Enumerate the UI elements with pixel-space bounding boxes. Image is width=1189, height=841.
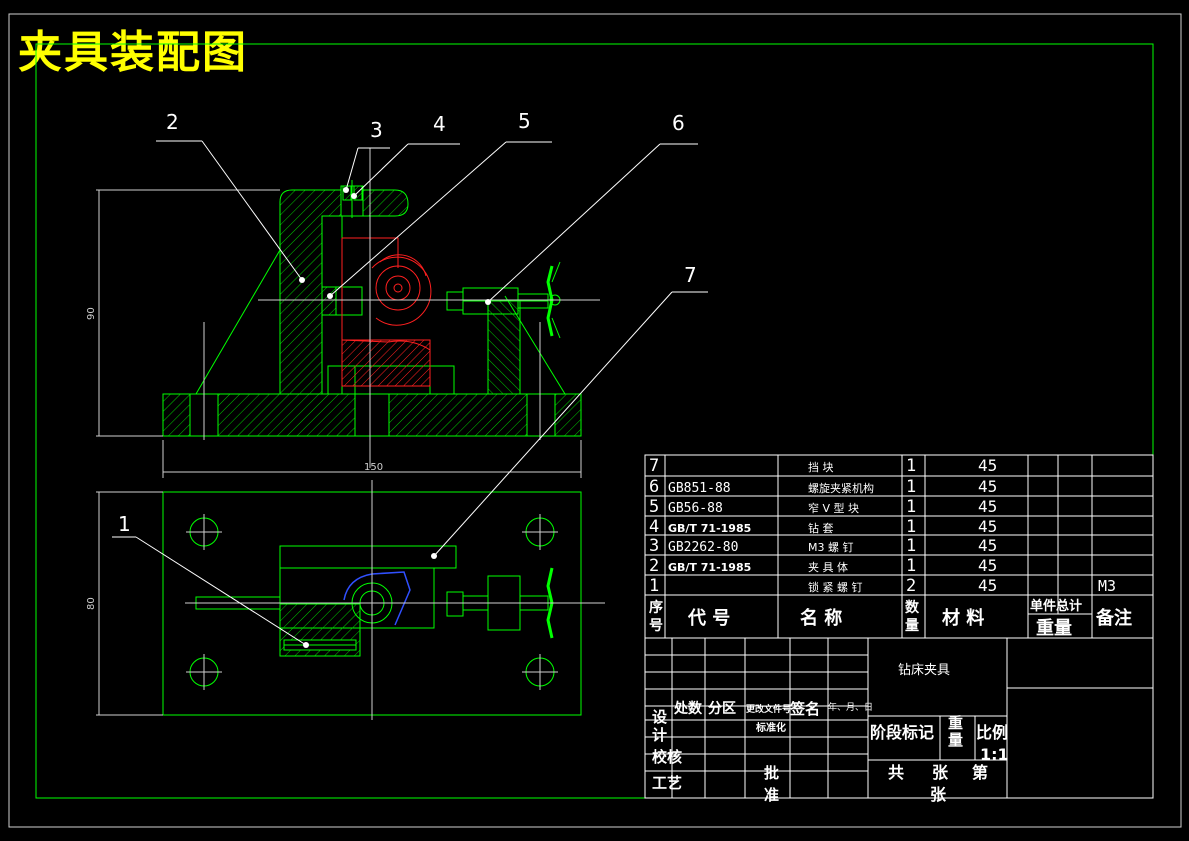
bom-header-name: 名 称 [800,607,842,629]
balloon-3: 3 [370,118,383,142]
scale-label: 比例 [976,723,1008,742]
bom-header-note: 备注 [1095,607,1132,629]
v-block-top [343,571,411,626]
sheet-no-label: 第 [972,763,988,782]
bom-cell-material: 45 [978,556,997,575]
leader-lines [112,140,708,646]
design-label: 设计 [652,708,667,744]
bom-cell-name: 窄 V 型 块 [808,501,859,515]
outer-border [8,13,1182,828]
bom-header-qty: 数量 [905,599,920,634]
bom-cell-qty: 1 [906,497,916,517]
bom-cell-name: M3 螺 钉 [808,541,853,554]
bom-cell-qty: 1 [906,536,916,556]
bom-cell-material: 45 [978,456,997,475]
bom-cell-code: GB/T 71-1985 [668,522,751,535]
bom-cell-no: 6 [649,477,659,497]
bom-cell-qty: 1 [906,456,916,476]
bom-table-grid [644,454,1154,639]
bom-header-code: 代 号 [687,608,730,629]
bom-cell-qty: 1 [906,556,916,576]
dimension-texts: 90 150 80 [86,307,383,610]
drawing-title: 夹具装配图 [18,27,248,78]
bom-cell-note: M3 [1098,577,1116,595]
front-view [96,180,582,478]
rev-doc-label: 更改文件号 [746,703,791,715]
bom-cell-material: 45 [978,497,997,516]
bom-cell-material: 45 [978,517,997,536]
v-block-front [341,237,432,387]
bom-cell-material: 45 [978,536,997,555]
stage-mark-label: 阶段标记 [870,723,934,742]
leader-dots [299,187,491,648]
bom-cell-qty: 1 [906,477,916,497]
bom-rows: 7 挡 块 1 45 6 GB851-88 螺旋夹紧机构 1 45 5 GB56-88 窄 V 型 块… [649,456,1116,596]
bom-header-weight: 重量 [1036,617,1072,639]
bom-cell-name: 锁 紧 螺 钉 [808,580,863,594]
bom-header-no: 序号 [649,599,663,634]
bom-cell-code: GB/T 71-1985 [668,561,751,574]
balloon-6: 6 [672,111,685,135]
bom-cell-material: 45 [978,477,997,496]
balloon-4: 4 [433,112,446,136]
balloon-5: 5 [518,109,531,133]
inner-border [35,43,1154,799]
bom-cell-no: 5 [649,497,659,517]
weight-label: 重量 [948,714,963,749]
balloon-labels: 1 2 3 4 5 6 7 [118,109,697,536]
bom-cell-no: 2 [649,556,659,576]
bom-header-material: 材 料 [942,607,984,629]
balloon-7: 7 [684,263,697,287]
bom-cell-no: 4 [649,517,659,537]
standard-label: 标准化 [755,721,786,734]
bom-cell-no: 1 [649,576,659,596]
bom-cell-no: 3 [649,536,659,556]
dim-height-top: 80 [86,597,97,610]
process-label: 工艺 [652,774,682,792]
bom-cell-qty: 1 [906,517,916,537]
bom-cell-code: GB851-88 [668,481,731,496]
sheets-label: 张 [932,763,949,782]
scale-value: 1:1 [980,745,1009,764]
approve-label: 批准 [764,764,779,804]
bom-cell-name: 螺旋夹紧机构 [808,481,874,495]
rev-date-label: 年、月、日 [828,701,873,713]
bom-cell-code: GB56-88 [668,501,723,516]
drawing-name: 钻床夹具 [898,663,950,678]
dim-width-front: 150 [364,462,383,473]
sheets-label-2: 张 [930,785,947,804]
total-sheets-label: 共 [888,763,904,782]
bom-cell-material: 45 [978,576,997,595]
bom-cell-name: 钻 套 [808,521,834,535]
check-label: 校核 [652,748,682,766]
bom-cell-name: 夹 具 体 [808,560,848,574]
bom-cell-code: GB2262-80 [668,540,738,555]
dim-height-front: 90 [86,307,97,320]
title-block-text: 钻床夹具 处数 分区 更改文件号 签名 年、月、日 设计 标准化 校核 工艺 批… [652,663,1009,804]
centerlines-top [96,480,605,720]
rev-count-label: 处数 [673,700,703,717]
rev-zone-label: 分区 [708,701,736,717]
bom-cell-name: 挡 块 [808,460,834,474]
title-block-grid [644,637,1154,799]
rev-sign-label: 签名 [789,700,820,718]
bom-header-unit-total: 单件总计 [1030,598,1082,614]
bom-cell-qty: 2 [906,576,916,596]
balloon-1: 1 [118,512,131,536]
bom-header: 序号 代 号 名 称 数量 材 料 单件总计 重量 备注 [649,598,1132,639]
centerlines-front [203,148,600,468]
bom-cell-no: 7 [649,456,659,476]
balloon-2: 2 [166,110,179,134]
